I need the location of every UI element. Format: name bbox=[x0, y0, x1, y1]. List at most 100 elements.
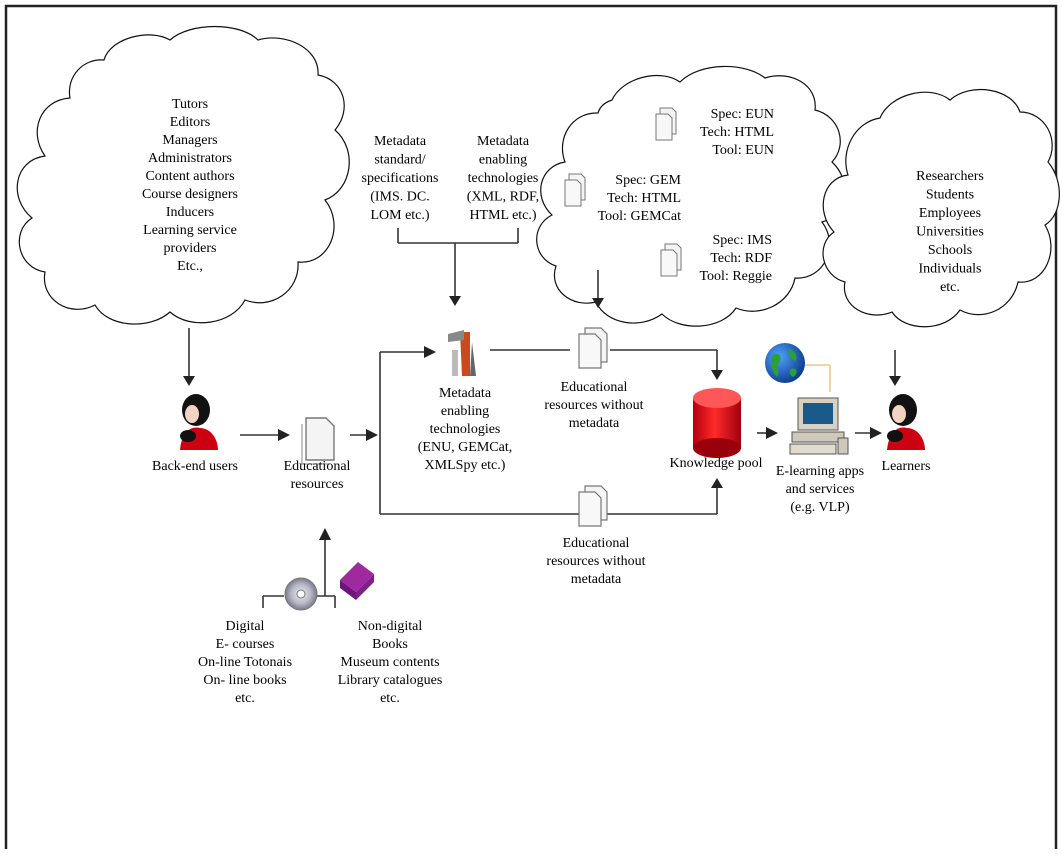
elearning-apps-label-line: and services bbox=[786, 482, 855, 497]
edu-without-meta-bottom-label-line: Educational bbox=[563, 536, 630, 551]
book-icon bbox=[340, 562, 374, 600]
metadata-tools-text-line: technologies bbox=[430, 422, 501, 437]
educational-resources-label: Educational resources bbox=[284, 459, 351, 492]
spec-gem-text-line: Spec: GEM bbox=[615, 173, 681, 188]
non-digital-label-line: Non-digital bbox=[358, 619, 423, 634]
elearning-apps-label-line: E-learning apps bbox=[776, 464, 864, 479]
metadata-tools-text-line: Metadata bbox=[439, 386, 492, 401]
roles-text-line: Managers bbox=[162, 133, 217, 148]
learner-groups-text: ResearchersStudentsEmployeesUniversities… bbox=[916, 169, 984, 295]
roles-text: TutorsEditorsManagersAdministratorsConte… bbox=[142, 97, 238, 274]
spec-gem-text-line: Tool: GEMCat bbox=[598, 209, 682, 224]
digital-label-line: On-line Totonais bbox=[198, 655, 292, 670]
metadata-standard-text-line: LOM etc.) bbox=[370, 208, 429, 223]
non-digital-label-line: Library catalogues bbox=[338, 673, 443, 688]
metadata-tech-text-line: HTML etc.) bbox=[469, 208, 536, 223]
metadata-tools-text-line: enabling bbox=[441, 404, 489, 419]
tools-icon bbox=[448, 330, 476, 376]
document-icon bbox=[660, 243, 682, 277]
elearning-apps-label-line: (e.g. VLP) bbox=[790, 500, 850, 515]
edu-without-meta-bottom-label: Educational resources without metadata bbox=[546, 536, 645, 587]
metadata-tools-text-line: (ENU, GEMCat, bbox=[418, 440, 513, 455]
spec-eun-text-line: Spec: EUN bbox=[711, 107, 774, 122]
elearning-apps-label: E-learning apps and services (e.g. VLP) bbox=[776, 464, 864, 515]
globe-icon bbox=[765, 343, 805, 383]
roles-text-line: providers bbox=[164, 241, 217, 256]
digital-label-line: etc. bbox=[235, 691, 255, 706]
learner-icon bbox=[887, 394, 925, 450]
digital-label-line: Digital bbox=[226, 619, 265, 634]
digital-label-line: E- courses bbox=[216, 637, 275, 652]
roles-text-line: Editors bbox=[170, 115, 210, 130]
roles-text-line: Tutors bbox=[172, 97, 208, 112]
non-digital-label-line: etc. bbox=[380, 691, 400, 706]
edu-without-meta-bottom-label-line: resources without bbox=[546, 554, 645, 569]
learner-groups-text-line: Researchers bbox=[916, 169, 984, 184]
document-icon bbox=[301, 417, 335, 465]
non-digital-label-line: Books bbox=[372, 637, 408, 652]
document-icon bbox=[655, 107, 677, 141]
spec-eun-text: Spec: EUN Tech: HTML Tool: EUN bbox=[700, 107, 774, 158]
roles-text-line: Inducers bbox=[166, 205, 214, 220]
metadata-tech-text-line: technologies bbox=[468, 171, 539, 186]
figure-frame bbox=[4, 4, 1058, 854]
database-icon bbox=[693, 388, 741, 458]
document-icon bbox=[564, 173, 586, 207]
backend-user-icon bbox=[180, 394, 218, 450]
educational-resources-label-line: resources bbox=[291, 477, 344, 492]
metadata-tools-text-line: XMLSpy etc.) bbox=[425, 458, 506, 473]
roles-text-line: Learning service bbox=[143, 223, 237, 238]
spec-cloud bbox=[536, 65, 846, 327]
metadata-tech-text-line: (XML, RDF, bbox=[467, 190, 539, 205]
edu-without-meta-top-label-line: metadata bbox=[569, 416, 620, 431]
metadata-tools-text: Metadata enabling technologies (ENU, GEMCat… bbox=[418, 386, 513, 473]
spec-gem-text-line: Tech: HTML bbox=[607, 191, 681, 206]
roles-cloud bbox=[16, 26, 350, 325]
learner-groups-text-line: Universities bbox=[916, 225, 984, 240]
metadata-tech-text-line: enabling bbox=[479, 153, 527, 168]
backend-users-label-line: Back-end users bbox=[152, 459, 238, 474]
cd-icon bbox=[284, 577, 318, 611]
spec-eun-text-line: Tool: EUN bbox=[712, 143, 774, 158]
learner-groups-text-line: Individuals bbox=[919, 262, 982, 277]
non-digital-label-line: Museum contents bbox=[340, 655, 439, 670]
roles-text-line: Course designers bbox=[142, 187, 238, 202]
knowledge-pool-label: Knowledge pool bbox=[670, 456, 763, 471]
spec-ims-text-line: Tech: RDF bbox=[710, 251, 772, 266]
learners-cloud bbox=[822, 88, 1060, 328]
spec-eun-text-line: Tech: HTML bbox=[700, 125, 774, 140]
learner-groups-text-line: Employees bbox=[919, 206, 981, 221]
document-stack-icon bbox=[578, 485, 608, 527]
edu-without-meta-top-label-line: Educational bbox=[561, 380, 628, 395]
spec-ims-text-line: Spec: IMS bbox=[713, 233, 773, 248]
document-stack-icon bbox=[578, 327, 608, 369]
backend-users-label: Back-end users bbox=[152, 459, 238, 474]
edu-without-meta-bottom-label-line: metadata bbox=[571, 572, 622, 587]
knowledge-pool-label-line: Knowledge pool bbox=[670, 456, 763, 471]
metadata-tech-text: Metadata enabling technologies (XML, RDF, HT… bbox=[467, 134, 539, 223]
spec-ims-text: Spec: IMS Tech: RDF Tool: Reggie bbox=[699, 233, 772, 284]
edu-without-meta-top-label-line: resources without bbox=[544, 398, 643, 413]
metadata-tech-text-line: Metadata bbox=[477, 134, 530, 149]
learner-groups-text-line: Students bbox=[926, 188, 974, 203]
roles-text-line: Etc., bbox=[177, 259, 203, 274]
edu-without-meta-top-label: Educational resources without metadata bbox=[544, 380, 643, 431]
roles-text-line: Administrators bbox=[148, 151, 232, 166]
educational-resources-label-line: Educational bbox=[284, 459, 351, 474]
learner-groups-text-line: etc. bbox=[940, 280, 960, 295]
spec-gem-text: Spec: GEM Tech: HTML Tool: GEMCat bbox=[598, 173, 682, 224]
learners-label-line: Learners bbox=[882, 459, 931, 474]
spec-ims-text-line: Tool: Reggie bbox=[699, 269, 772, 284]
learner-groups-text-line: Schools bbox=[928, 243, 972, 258]
metadata-standard-text-line: Metadata bbox=[374, 134, 427, 149]
metadata-standard-text-line: (IMS. DC. bbox=[370, 190, 430, 205]
roles-text-line: Content authors bbox=[145, 169, 234, 184]
computer-icon bbox=[789, 397, 849, 455]
digital-label-line: On- line books bbox=[203, 673, 286, 688]
metadata-standard-text-line: standard/ bbox=[374, 153, 425, 168]
